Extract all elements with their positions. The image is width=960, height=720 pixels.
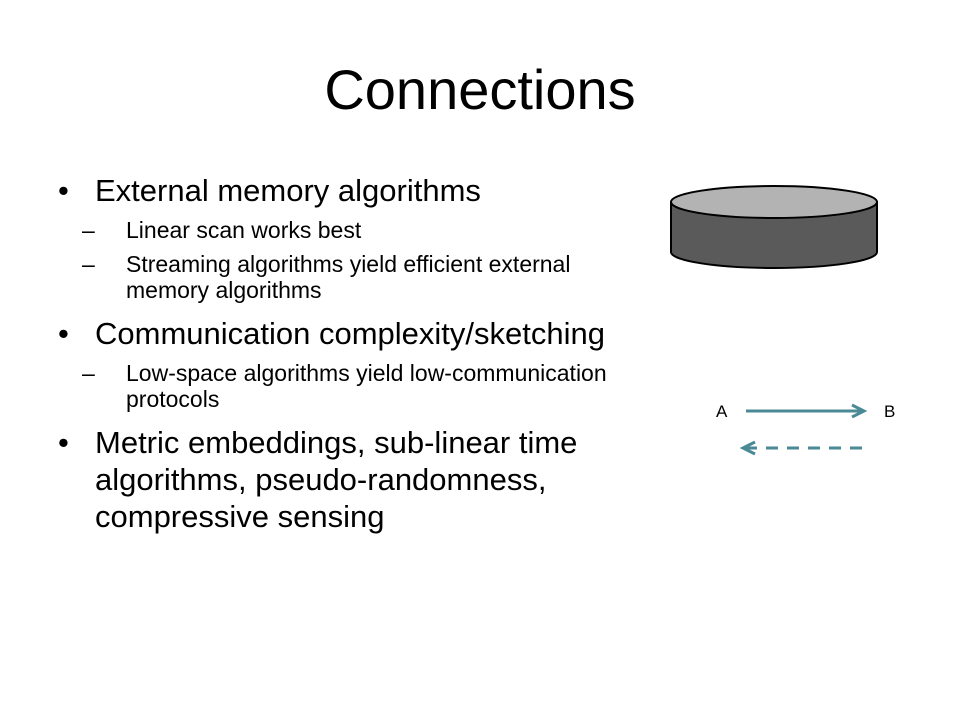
bullet-text: Metric embeddings, sub-linear time algor…: [95, 425, 578, 534]
bullet-communication: • Communication complexity/sketching: [58, 315, 648, 352]
bullet-text: Communication complexity/sketching: [95, 316, 605, 351]
dash-marker: –: [82, 251, 95, 277]
bullet-list: • External memory algorithms – Linear sc…: [58, 172, 648, 535]
label-a: A: [716, 402, 728, 421]
slide-title: Connections: [324, 58, 636, 121]
sub-bullet-text: Streaming algorithms yield efficient ext…: [126, 251, 571, 303]
bullet-text: External memory algorithms: [95, 173, 481, 208]
bullet-marker: •: [58, 425, 69, 460]
bullet-external-memory: • External memory algorithms: [58, 172, 648, 209]
dashed-arrow-b-to-a: [739, 440, 863, 456]
arrow-a-to-b: [746, 403, 868, 419]
dash-marker: –: [82, 360, 95, 386]
label-b: B: [884, 402, 896, 421]
bullet-marker: •: [58, 316, 69, 351]
sub-bullet-low-space: – Low-space algorithms yield low-communi…: [14, 360, 648, 412]
sub-bullet-linear-scan: – Linear scan works best: [14, 217, 648, 243]
disk-icon: [670, 185, 878, 269]
bullet-metric-embeddings: • Metric embeddings, sub-linear time alg…: [58, 424, 648, 535]
sub-bullet-text: Linear scan works best: [126, 217, 362, 243]
bullet-marker: •: [58, 173, 69, 208]
dash-marker: –: [82, 217, 95, 243]
sub-bullet-streaming: – Streaming algorithms yield efficient e…: [14, 251, 648, 303]
sub-bullet-text: Low-space algorithms yield low-communica…: [126, 360, 607, 412]
